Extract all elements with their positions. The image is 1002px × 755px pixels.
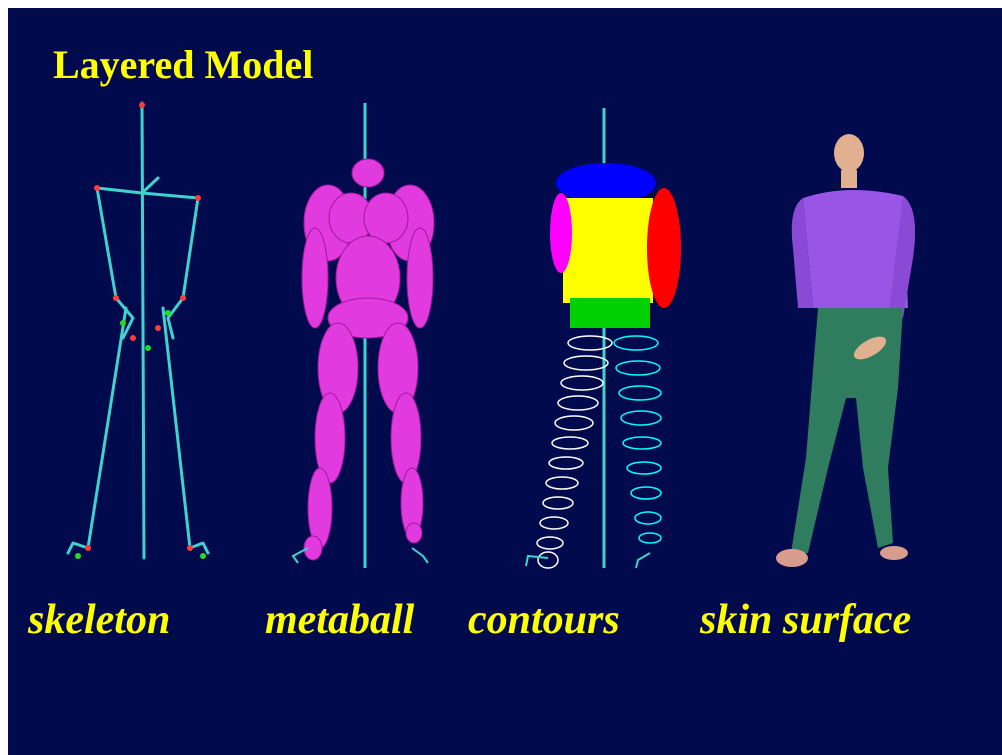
slide: Layered Model [8, 8, 1002, 755]
contours-caption: contours [468, 599, 620, 641]
skeleton-caption: skeleton [28, 599, 170, 641]
skin-surface-caption: skin surface [700, 599, 911, 641]
metaball-caption: metaball [265, 599, 414, 641]
